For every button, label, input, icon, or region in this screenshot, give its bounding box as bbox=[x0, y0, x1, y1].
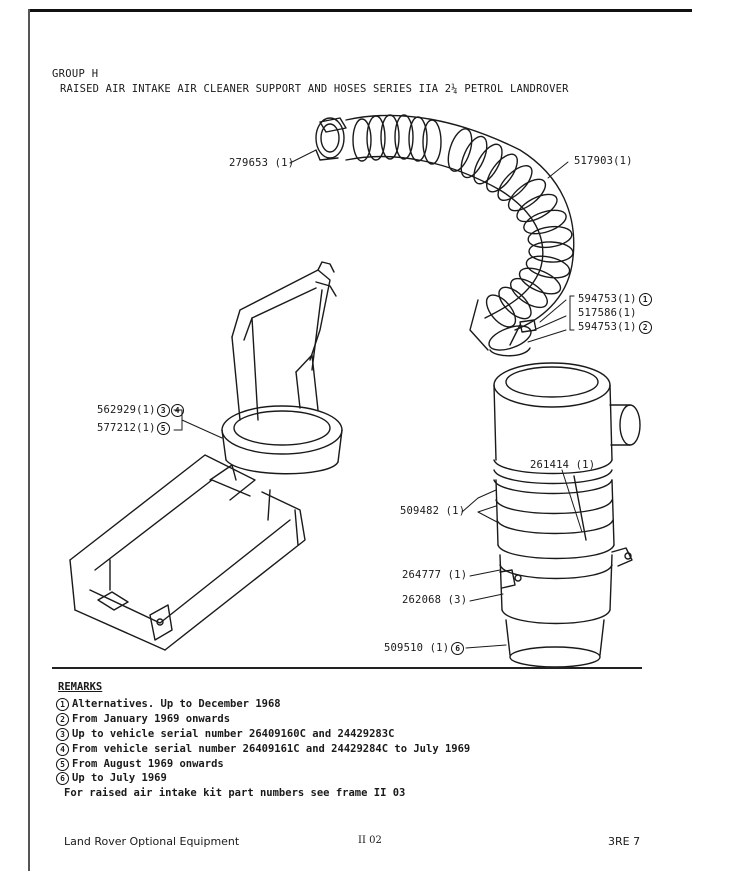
callout-262068: 262068 (3) bbox=[402, 594, 468, 606]
remark-marker: 1 bbox=[56, 698, 69, 711]
callout-509510-number: 509510 (1) bbox=[384, 642, 450, 655]
remark-item: 5 From August 1969 onwards bbox=[56, 758, 224, 771]
callout-562929: 562929(1) 3 4 bbox=[97, 404, 184, 417]
remark-text: From January 1969 onwards bbox=[72, 713, 231, 726]
remark-item: 3 Up to vehicle serial number 26409160C … bbox=[56, 728, 394, 741]
callout-562929-number: 562929(1) bbox=[97, 404, 156, 417]
callout-594753-b: 594753(1) 2 bbox=[578, 321, 652, 334]
callout-261414: 261414 (1) bbox=[530, 459, 596, 471]
remarks-note: For raised air intake kit part numbers s… bbox=[64, 787, 406, 799]
callout-594753-b-number: 594753(1) bbox=[578, 321, 637, 334]
callout-577212-number: 577212(1) bbox=[97, 422, 156, 435]
remark-marker: 1 bbox=[638, 293, 652, 306]
remark-marker: 4 bbox=[56, 743, 69, 756]
remark-marker: 5 bbox=[56, 758, 69, 771]
left-rule bbox=[28, 9, 30, 871]
remark-marker: 2 bbox=[638, 321, 652, 334]
remark-marker: 6 bbox=[56, 772, 69, 785]
callout-577212: 577212(1) 5 bbox=[97, 422, 170, 435]
footer-frame: II 02 bbox=[358, 835, 382, 846]
remark-text: Up to vehicle serial number 26409160C an… bbox=[72, 728, 395, 741]
remark-marker: 4 bbox=[170, 404, 184, 417]
remark-text: From vehicle serial number 26409161C and… bbox=[72, 743, 471, 756]
page-title: RAISED AIR INTAKE AIR CLEANER SUPPORT AN… bbox=[60, 83, 569, 95]
footer-left: Land Rover Optional Equipment bbox=[64, 835, 240, 848]
callout-509482: 509482 (1) bbox=[400, 505, 466, 517]
footer-right: 3RE 7 bbox=[608, 835, 641, 848]
callout-517903: 517903(1) bbox=[574, 155, 633, 167]
remark-text: From August 1969 onwards bbox=[72, 758, 224, 771]
remark-item: 1 Alternatives. Up to December 1968 bbox=[56, 698, 281, 711]
hose-clip-top bbox=[315, 117, 347, 161]
support-bracket bbox=[69, 261, 343, 651]
remark-marker: 5 bbox=[156, 422, 170, 435]
remark-text: Alternatives. Up to December 1968 bbox=[72, 698, 281, 711]
callout-264777: 264777 (1) bbox=[402, 569, 468, 581]
leader-lines bbox=[173, 149, 583, 649]
flexible-hose bbox=[345, 114, 575, 351]
remark-text: Up to July 1969 bbox=[72, 772, 167, 785]
callout-594753-a: 594753(1) 1 bbox=[578, 293, 652, 306]
remarks-heading: REMARKS bbox=[58, 681, 103, 693]
callout-279653: 279653 (1) bbox=[229, 157, 295, 169]
group-label: GROUP H bbox=[52, 68, 99, 80]
remark-marker: 2 bbox=[56, 713, 69, 726]
air-cleaner bbox=[493, 362, 641, 668]
remark-marker: 3 bbox=[156, 404, 170, 417]
remark-item: 4 From vehicle serial number 26409161C a… bbox=[56, 743, 470, 756]
callout-517586: 517586(1) bbox=[578, 307, 637, 319]
callout-594753-a-number: 594753(1) bbox=[578, 293, 637, 306]
hose-clip-lower bbox=[488, 319, 537, 357]
remarks-divider bbox=[52, 667, 642, 669]
remark-item: 6 Up to July 1969 bbox=[56, 772, 167, 785]
callout-509510: 509510 (1) 6 bbox=[384, 642, 465, 655]
remark-item: 2 From January 1969 onwards bbox=[56, 713, 230, 726]
remark-marker: 3 bbox=[56, 728, 69, 741]
top-rule bbox=[28, 9, 692, 12]
remark-marker: 6 bbox=[451, 642, 465, 655]
